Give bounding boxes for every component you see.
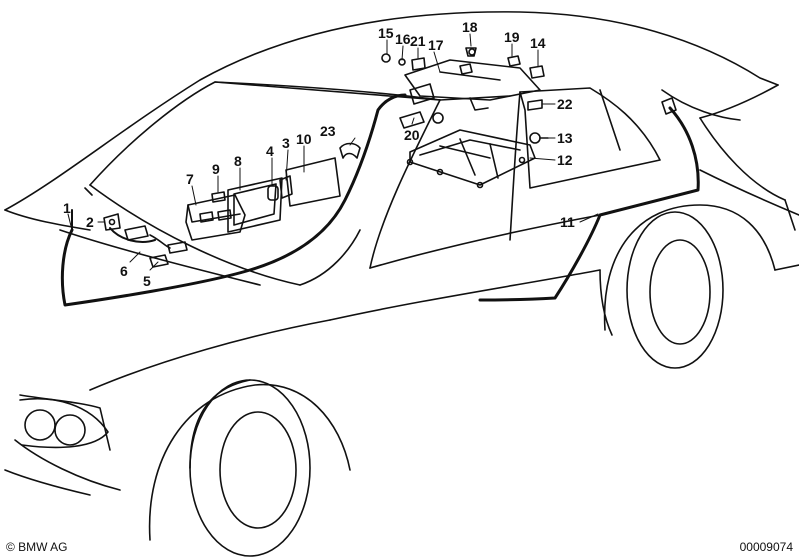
clamp-part-23 (339, 142, 361, 159)
connector-part-20 (399, 83, 444, 129)
label-part-10: 10 (296, 131, 312, 147)
label-part-14: 14 (530, 35, 546, 51)
label-part-20: 20 (404, 127, 420, 143)
leader-lines (67, 33, 599, 271)
label-part-5: 5 (143, 273, 151, 289)
rear-wheel (626, 211, 724, 369)
label-part-18: 18 (462, 19, 478, 35)
label-part-4: 4 (266, 143, 274, 159)
label-part-8: 8 (234, 153, 242, 169)
part-labels: 1 2 6 5 7 9 8 4 3 10 23 20 15 16 21 17 1… (63, 19, 575, 289)
label-part-12: 12 (557, 152, 573, 168)
label-part-13: 13 (557, 130, 573, 146)
connectors-part-5-6 (124, 225, 188, 268)
wiring-harness (60, 93, 700, 307)
label-part-11: 11 (560, 214, 575, 230)
label-part-1: 1 (63, 200, 71, 216)
lens-frame-part-8 (227, 177, 283, 233)
brand-copyright: © BMW AG (6, 540, 68, 554)
label-part-23: 23 (320, 123, 336, 139)
clip-part-2 (103, 213, 121, 231)
label-part-15: 15 (378, 25, 394, 41)
diagram-number: 00009074 (739, 540, 793, 554)
label-part-3: 3 (282, 135, 290, 151)
part-9-bulb-holder (211, 191, 226, 203)
label-part-21: 21 (410, 33, 426, 49)
housing-part-7 (185, 194, 246, 241)
label-part-17: 17 (428, 37, 444, 53)
label-part-2: 2 (86, 214, 94, 230)
lens-part-10 (285, 157, 341, 207)
screw-part-13 (529, 132, 549, 144)
label-part-19: 19 (504, 29, 520, 45)
label-part-22: 22 (557, 96, 573, 112)
headlights (19, 397, 109, 449)
car-body-outline (4, 11, 799, 541)
label-part-7: 7 (186, 171, 194, 187)
connector-part-11-end (661, 97, 677, 115)
label-part-9: 9 (212, 161, 220, 177)
front-wheel (189, 379, 311, 557)
label-part-6: 6 (120, 263, 128, 279)
label-part-16: 16 (395, 31, 411, 47)
screw-part-22 (527, 99, 543, 111)
